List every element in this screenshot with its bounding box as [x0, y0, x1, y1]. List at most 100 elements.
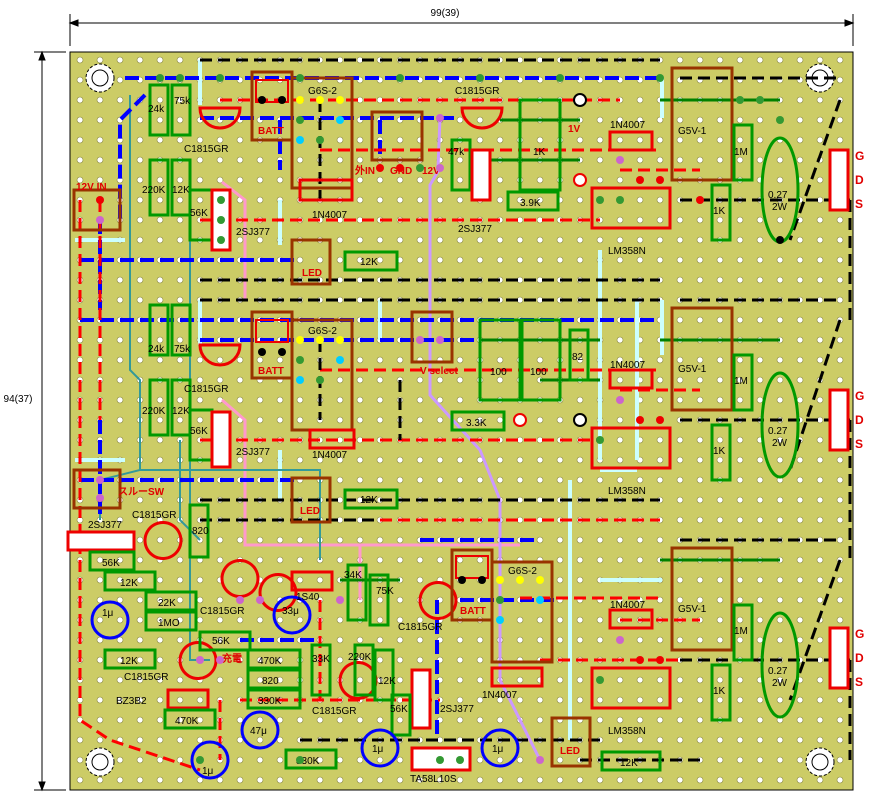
board-hole [416, 236, 424, 244]
solder-point [456, 756, 464, 764]
board-hole [336, 616, 344, 624]
board-hole [356, 476, 364, 484]
resistor-220k-3 [353, 643, 375, 697]
resistor-22k-label: 22K [158, 598, 176, 609]
board-hole [256, 716, 264, 724]
board-hole [176, 116, 184, 124]
resistor-1k-1-label: 1K [713, 206, 726, 217]
led-2 [290, 476, 332, 524]
board-hole [476, 136, 484, 144]
board-hole [596, 236, 604, 244]
solder-point [436, 756, 444, 764]
board-hole [356, 536, 364, 544]
board-hole [496, 176, 504, 184]
board-hole [136, 356, 144, 364]
solder-point [336, 96, 344, 104]
board-hole [656, 196, 664, 204]
board-hole [396, 456, 404, 464]
board-hole [676, 236, 684, 244]
board-hole [96, 56, 104, 64]
diode-1n4007-4 [608, 368, 654, 390]
relay-g5v1-1-label: G5V-1 [678, 126, 707, 137]
board-hole [836, 756, 844, 764]
board-hole [736, 376, 744, 384]
board-hole [816, 516, 824, 524]
board-hole [316, 756, 324, 764]
board-hole [496, 356, 504, 364]
opamp-lm358-1-label: LM358N [608, 246, 646, 257]
board-hole [756, 396, 764, 404]
board-hole [796, 616, 804, 624]
board-hole [696, 276, 704, 284]
board-hole [116, 376, 124, 384]
board-hole [716, 316, 724, 324]
board-hole [716, 456, 724, 464]
solder-point [536, 596, 544, 604]
board-hole [516, 476, 524, 484]
board-hole [696, 396, 704, 404]
resistor-330k-b [284, 748, 338, 770]
resistor-1m-3-label: 1M [734, 626, 748, 637]
sense-resistor-3-watt: 2W [772, 678, 788, 689]
solder-point [616, 156, 624, 164]
board-hole [496, 456, 504, 464]
board-hole [156, 776, 164, 784]
board-hole [816, 496, 824, 504]
resistor-1m-2 [732, 353, 754, 412]
board-hole [796, 116, 804, 124]
solder-point [336, 356, 344, 364]
board-hole [736, 476, 744, 484]
board-hole [716, 616, 724, 624]
capacitor-33u [272, 595, 312, 635]
board-hole [156, 636, 164, 644]
through-switch-connector [72, 468, 122, 510]
board-hole [196, 376, 204, 384]
board-hole [596, 616, 604, 624]
board-hole [396, 536, 404, 544]
charge-label: 充電 [222, 652, 242, 665]
board-hole [96, 596, 104, 604]
board-hole [716, 356, 724, 364]
board-hole [736, 636, 744, 644]
fet-2sj377-4-label: 2SJ377 [440, 704, 474, 715]
relay-g6s2-1 [290, 76, 354, 190]
board-hole [736, 316, 744, 324]
board-hole [416, 616, 424, 624]
board-hole [136, 156, 144, 164]
board-hole [736, 616, 744, 624]
board-hole [536, 636, 544, 644]
board-hole [196, 396, 204, 404]
board-hole [156, 336, 164, 344]
board-hole [236, 376, 244, 384]
board-hole [96, 116, 104, 124]
board-hole [316, 576, 324, 584]
board-hole [796, 336, 804, 344]
board-hole [756, 576, 764, 584]
board-hole [796, 396, 804, 404]
board-hole [656, 696, 664, 704]
terminal-g-1: G [855, 149, 864, 163]
board-hole [676, 636, 684, 644]
diode-1n4007-1-label: 1N4007 [312, 210, 347, 221]
board-hole [156, 136, 164, 144]
resistor-1m-1 [732, 123, 754, 182]
opamp-lm358-3-label: LM358N [608, 726, 646, 737]
board-hole [616, 256, 624, 264]
resistor-3-9k-label: 3.9K [520, 198, 541, 209]
resistor-1k-3 [710, 663, 732, 722]
board-hole [696, 236, 704, 244]
board-hole [116, 616, 124, 624]
board-hole [396, 136, 404, 144]
board-hole [716, 696, 724, 704]
board-hole [716, 516, 724, 524]
board-hole [796, 716, 804, 724]
board-hole [176, 336, 184, 344]
board-hole [736, 56, 744, 64]
board-hole [756, 616, 764, 624]
resistor-75k-2-label: 75k [174, 344, 191, 355]
board-hole [396, 716, 404, 724]
fet-2sj377-2-label: 2SJ377 [458, 224, 492, 235]
solder-point [296, 376, 304, 384]
board-hole [456, 116, 464, 124]
board-hole [716, 156, 724, 164]
